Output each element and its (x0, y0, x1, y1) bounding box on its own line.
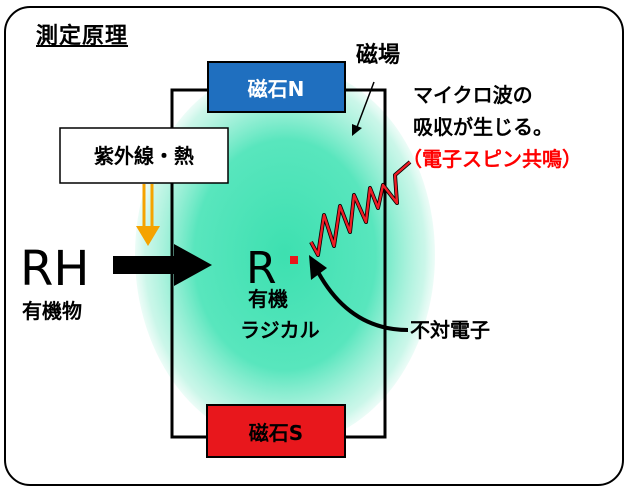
absorption-text-1: マイクロ波の (413, 83, 533, 107)
reaction-arrow (113, 244, 212, 286)
field-label: 磁場 (356, 42, 400, 68)
uv-heat-label: 紫外線・熱 (94, 144, 194, 168)
page-title: 測定原理 (36, 24, 129, 49)
microwave-wave (309, 160, 412, 257)
uv-heat-box (59, 127, 229, 184)
magnet-n (207, 61, 346, 113)
unpaired-electron-dot (290, 256, 298, 264)
reactant-label: 有機物 (22, 299, 82, 323)
reactant-symbol: RH (20, 241, 89, 297)
radical-symbol: R (246, 243, 277, 294)
absorption-text-2: 吸収が生じる。 (413, 115, 553, 139)
magnet-n-label: 磁石N (248, 77, 305, 101)
esr-text: （電子スピン共鳴） (402, 147, 582, 171)
radical-label-2: ラジカル (240, 318, 320, 342)
magnet-s-label: 磁石S (249, 421, 303, 445)
unpaired-electron-label: 不対電子 (410, 318, 490, 342)
field-pointer-arrow (352, 81, 375, 136)
radical-label-1: 有機 (248, 287, 288, 311)
unpaired-electron-arrow (309, 255, 409, 332)
uv-heat-arrow (136, 184, 160, 246)
magnet-s (206, 404, 346, 458)
